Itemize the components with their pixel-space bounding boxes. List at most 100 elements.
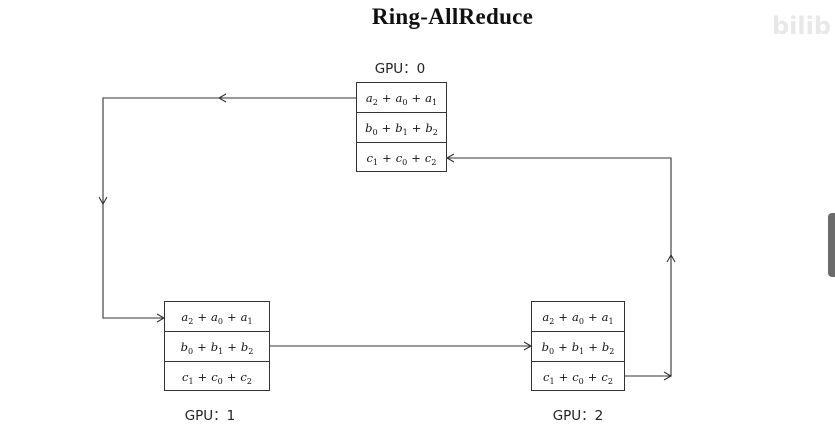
gpu-1-label: GPU：1 [184, 408, 236, 424]
term-variable: b [395, 120, 403, 135]
term-subscript: 1 [402, 127, 408, 137]
plus-operator: + [588, 339, 598, 354]
term-subscript: 1 [608, 316, 614, 326]
arrowhead-left-down [98, 196, 108, 206]
term-variable: b [365, 120, 373, 135]
term-variable: b [601, 339, 610, 354]
edge-gpu0-to-gpu1 [102, 97, 356, 319]
term-subscript: 2 [248, 346, 254, 356]
gpu-2-cell-0: a2+a0+a1 [532, 302, 624, 332]
term-variable: c [572, 370, 579, 384]
term-a0: a0 [395, 90, 408, 107]
term-variable: c [543, 370, 550, 384]
term-variable: c [366, 151, 373, 165]
plus-operator: + [197, 309, 208, 324]
plus-operator: + [587, 309, 598, 324]
plus-operator: + [411, 151, 421, 165]
term-a2: a2 [542, 309, 554, 326]
term-subscript: 0 [402, 97, 408, 107]
gpu-0-cell-0: a2+a0+a1 [357, 83, 446, 113]
gpu-1-cell-0: a2+a0+a1 [165, 302, 269, 332]
term-b2: b2 [425, 120, 438, 137]
term-variable: b [541, 339, 550, 354]
plus-operator: + [197, 370, 208, 384]
term-variable: a [542, 309, 550, 324]
term-variable: c [424, 151, 432, 165]
term-subscript: 0 [217, 377, 223, 386]
plus-operator: + [382, 151, 392, 165]
term-a2: a2 [365, 90, 378, 107]
arrowhead-into-gpu0 [445, 153, 455, 163]
side-panel-handle[interactable] [828, 213, 835, 277]
term-variable: a [240, 309, 248, 324]
plus-operator: + [381, 120, 392, 135]
term-c2: c2 [240, 370, 252, 386]
gpu-2-label: GPU：2 [552, 408, 604, 424]
term-subscript: 1 [247, 316, 253, 326]
term-subscript: 0 [578, 377, 584, 386]
plus-operator: + [381, 90, 392, 105]
term-variable: c [601, 370, 608, 384]
term-b0: b0 [180, 339, 193, 356]
term-subscript: 1 [372, 158, 379, 167]
term-c1: c1 [182, 370, 194, 386]
plus-operator: + [587, 370, 598, 384]
term-c2: c2 [601, 370, 613, 386]
term-variable: a [425, 90, 432, 105]
bilibili-logo-icon: bilib [771, 12, 831, 40]
term-variable: b [180, 339, 189, 354]
plus-operator: + [411, 90, 422, 105]
term-a1: a1 [601, 309, 614, 326]
term-subscript: 1 [188, 377, 194, 386]
term-variable: c [395, 151, 403, 165]
term-b1: b1 [571, 339, 585, 356]
gpu-0-label: GPU：0 [374, 61, 426, 77]
gpu-1-cell-1: b0 + b1 + b 2 [165, 332, 269, 362]
plus-operator: + [227, 339, 237, 354]
term-subscript: 2 [246, 377, 252, 386]
term-subscript: 0 [217, 316, 223, 326]
gpu-2-cell-1: b0+b1+b2 [532, 332, 624, 362]
term-a2: a2 [181, 310, 194, 326]
term-variable: a [211, 309, 218, 324]
gpu-1-cell-2: c1+c0+c2 [165, 362, 269, 392]
term-subscript: 2 [609, 346, 615, 356]
term-subscript: 2 [431, 158, 437, 167]
term-a0: a0 [572, 309, 584, 326]
term-subscript: 1 [549, 377, 555, 386]
term-a1: a1 [425, 90, 438, 107]
term-variable: a [572, 309, 579, 324]
term-variable: c [211, 370, 218, 384]
term-variable: a [601, 309, 609, 324]
term-variable: b [571, 339, 580, 354]
term-variable: a [365, 90, 373, 105]
term-subscript: 1 [579, 346, 585, 356]
term-variable: c [240, 370, 247, 384]
term-subscript: 1 [431, 97, 438, 107]
plus-operator: + [197, 339, 207, 354]
term-subscript: 0 [578, 316, 584, 326]
term-a1: a1 [240, 309, 253, 326]
term-subscript: 2 [607, 377, 613, 386]
plus-operator: + [558, 309, 569, 324]
watermark: bilib [772, 12, 831, 40]
diagram-title: Ring-AllReduce [371, 4, 534, 29]
term-variable: b [425, 120, 433, 135]
plus-operator: + [226, 370, 237, 384]
term-b1: b1 [211, 340, 223, 356]
term-subscript: 0 [549, 346, 555, 356]
plus-operator: + [411, 120, 422, 135]
term-c1: c1 [543, 370, 555, 386]
term-c1: c1 [366, 151, 379, 167]
term-subscript: 2 [372, 97, 378, 107]
term-subscript: 2 [188, 316, 194, 326]
term-subscript: 2 [432, 127, 438, 137]
gpu-2-cell-2: c1+c0+c2 [532, 362, 624, 392]
term-c0: c0 [395, 151, 408, 167]
term-b1: b1 [395, 120, 408, 137]
term-variable: a [395, 90, 403, 105]
plus-operator: + [226, 309, 237, 324]
arrowhead-left-top [217, 93, 227, 103]
